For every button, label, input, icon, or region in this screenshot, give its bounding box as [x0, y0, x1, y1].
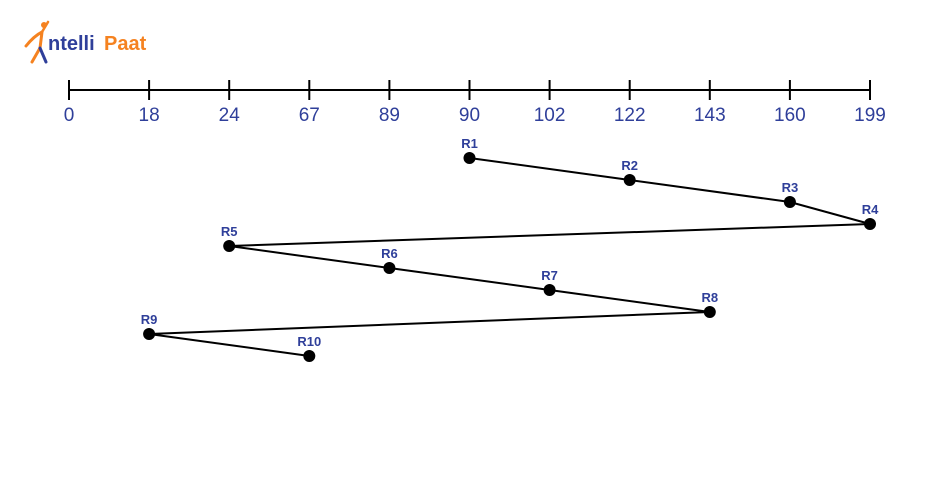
- tick-label-0: 0: [64, 105, 75, 126]
- seek-segment: [469, 157, 630, 181]
- request-label-r9: R9: [141, 312, 158, 327]
- logo-figure-icon: [24, 20, 50, 64]
- seek-segment: [149, 311, 710, 335]
- seek-segment: [789, 201, 871, 225]
- logo-text-paat: Paat: [104, 33, 147, 55]
- request-label-r6: R6: [381, 246, 398, 261]
- tick-label-143: 143: [694, 105, 726, 126]
- request-point-r7: [543, 284, 556, 296]
- tick-label-199: 199: [854, 105, 886, 126]
- seek-segment: [148, 333, 310, 357]
- request-label-r4: R4: [862, 202, 879, 217]
- request-points: [143, 152, 876, 362]
- request-point-r5: [223, 240, 236, 252]
- tick-label-90: 90: [459, 105, 480, 126]
- tick-label-18: 18: [139, 105, 160, 126]
- tick-label-122: 122: [614, 105, 646, 126]
- request-point-r1: [463, 152, 476, 164]
- request-label-r2: R2: [621, 158, 638, 173]
- tick-label-24: 24: [219, 105, 241, 126]
- logo-text-intelli: ntelli: [48, 33, 95, 55]
- tick-label-102: 102: [534, 105, 566, 126]
- request-label-r5: R5: [221, 224, 238, 239]
- request-label-r7: R7: [541, 268, 558, 283]
- request-label-r3: R3: [782, 180, 799, 195]
- request-point-r6: [383, 262, 396, 274]
- tick-label-67: 67: [299, 105, 320, 126]
- request-point-r2: [623, 174, 636, 186]
- request-point-r10: [303, 350, 316, 362]
- intellipaat-logo: ntelli Paat: [24, 20, 147, 64]
- request-point-r8: [703, 306, 716, 318]
- seek-path: [148, 157, 871, 357]
- request-point-r4: [864, 218, 876, 230]
- tick-label-160: 160: [774, 105, 806, 126]
- request-label-r8: R8: [701, 290, 718, 305]
- seek-segment: [389, 267, 550, 291]
- tick-label-89: 89: [379, 105, 400, 126]
- request-point-r3: [783, 196, 796, 208]
- axis-ticks: 0 18 24 67 89 90 102 122 143 160 199: [64, 80, 886, 126]
- request-label-r1: R1: [461, 136, 478, 151]
- seek-segment: [229, 245, 390, 269]
- seek-segment: [549, 289, 710, 313]
- request-point-r9: [143, 328, 156, 340]
- request-label-r10: R10: [297, 334, 321, 349]
- seek-segment: [629, 179, 791, 203]
- seek-segment: [229, 223, 871, 247]
